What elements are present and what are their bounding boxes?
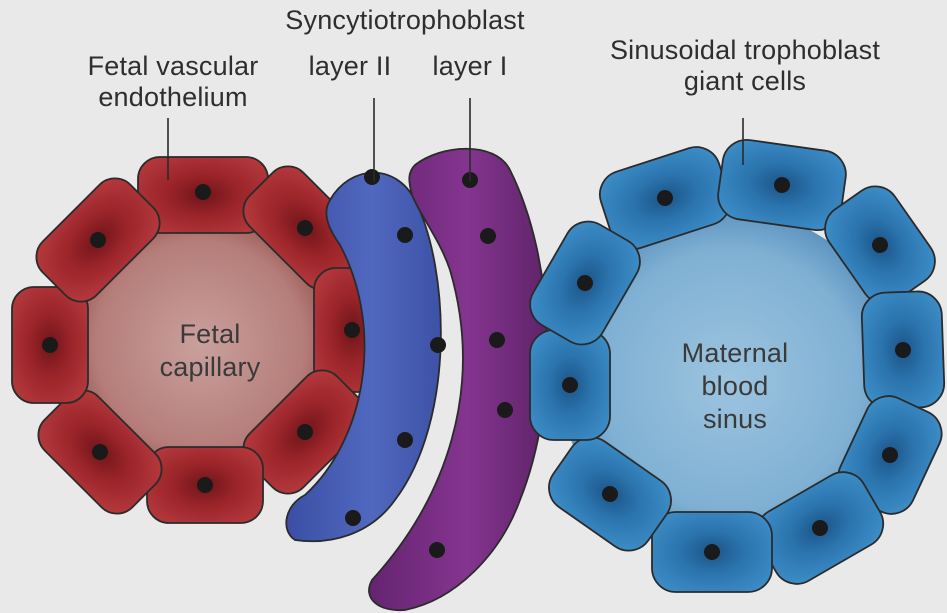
- maternal-line-1: Maternal: [665, 337, 805, 370]
- fetal-capillary-line-1: Fetal: [140, 318, 280, 351]
- layer-ii-nucleus: [364, 169, 380, 185]
- sinusoidal-line-1: Sinusoidal trophoblast: [580, 35, 910, 66]
- layer-ii-nucleus: [397, 432, 413, 448]
- fetal-capillary-label: Fetal capillary: [140, 318, 280, 384]
- giant-cell: [861, 291, 945, 410]
- fetal-capillary-line-2: capillary: [140, 351, 280, 384]
- layer-ii-label: layer II: [295, 51, 405, 82]
- layer-i-nucleus: [497, 402, 513, 418]
- endothelial-cell: [147, 447, 263, 523]
- giant-cell: [530, 330, 610, 440]
- layer-ii-nucleus: [345, 510, 361, 526]
- fetal-vascular-line-1: Fetal vascular: [68, 51, 278, 82]
- maternal-blood-sinus-label: Maternal blood sinus: [665, 337, 805, 436]
- fetal-vascular-line-2: endothelium: [68, 82, 278, 113]
- giant-cell: [652, 512, 772, 592]
- fetal-vascular-endothelium-label: Fetal vascular endothelium: [68, 51, 278, 113]
- layer-i-nucleus: [480, 228, 496, 244]
- endothelial-cell: [12, 287, 88, 403]
- syncytiotrophoblast-title: Syncytiotrophoblast: [265, 5, 545, 36]
- maternal-line-2: blood: [665, 370, 805, 403]
- sinusoidal-giant-cells-label: Sinusoidal trophoblast giant cells: [580, 35, 910, 97]
- maternal-line-3: sinus: [665, 403, 805, 436]
- layer-ii-nucleus: [397, 227, 413, 243]
- sinusoidal-line-2: giant cells: [580, 66, 910, 97]
- layer-i-nucleus: [429, 542, 445, 558]
- layer-ii-nucleus: [430, 337, 446, 353]
- layer-i-nucleus: [489, 332, 505, 348]
- layer-i-label: layer I: [420, 51, 520, 82]
